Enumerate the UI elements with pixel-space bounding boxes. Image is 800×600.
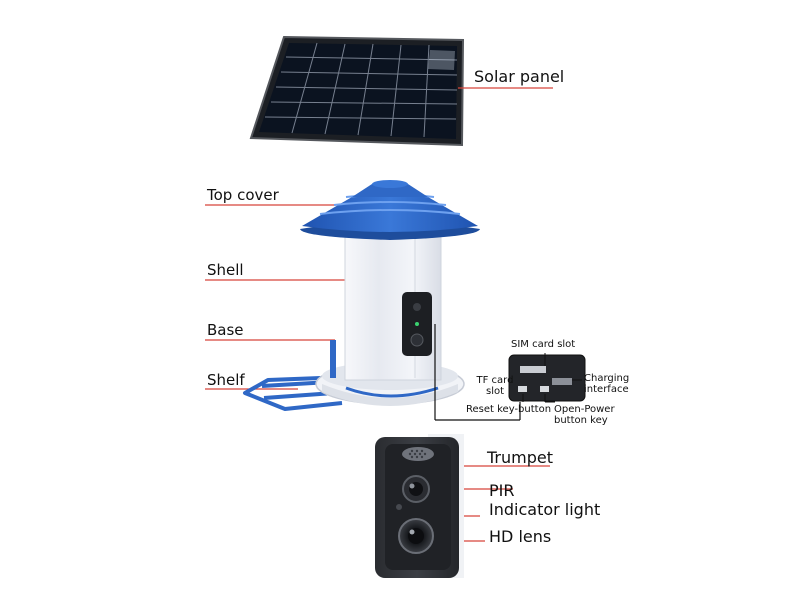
label-hd-lens: HD lens	[489, 527, 552, 546]
label-charging-interface-line2: interface	[584, 384, 629, 395]
label-open-power-button-key: Open-Power button key	[554, 404, 615, 426]
label-tf-card-slot-line1: TF card	[476, 375, 514, 386]
label-shell: Shell	[207, 261, 244, 279]
label-top-cover: Top cover	[207, 186, 279, 204]
label-reset-key-button: Reset key-button	[466, 404, 552, 415]
label-charging-interface: Charging interface	[584, 373, 629, 395]
label-pir: PIR	[489, 481, 515, 500]
label-open-power-line2: button key	[554, 415, 608, 426]
label-charging-interface-line1: Charging	[584, 373, 630, 384]
solar-panel	[249, 35, 465, 147]
label-solar-panel: Solar panel	[474, 67, 565, 86]
label-open-power-line1: Open-Power	[554, 404, 615, 415]
label-base: Base	[207, 321, 244, 339]
label-trumpet: Trumpet	[487, 448, 553, 467]
port-leaders	[522, 353, 582, 403]
label-sim-card-slot: SIM card slot	[511, 339, 576, 350]
connector-lines	[434, 324, 521, 421]
label-tf-card-slot: TF card slot	[474, 375, 516, 397]
camera-module	[375, 434, 464, 578]
label-tf-card-slot-line2: slot	[485, 386, 505, 397]
label-indicator-light: Indicator light	[489, 500, 601, 519]
top-cover	[300, 180, 480, 240]
port-panel	[508, 354, 586, 402]
label-shelf: Shelf	[207, 371, 245, 389]
shell-camera	[402, 292, 432, 356]
